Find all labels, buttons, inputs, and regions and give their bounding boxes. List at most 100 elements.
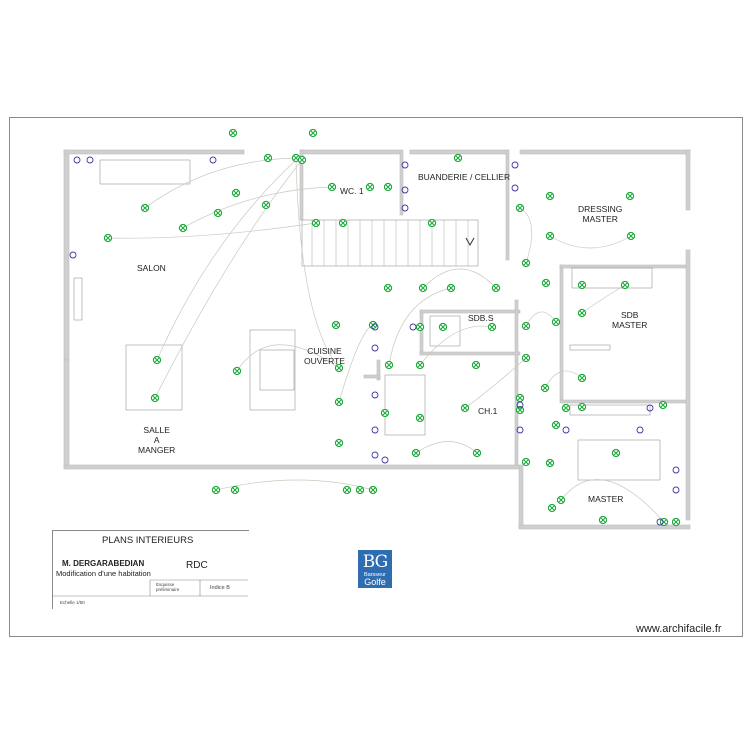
- socket-icon: [69, 251, 77, 259]
- wall-south-main: [63, 464, 520, 470]
- light-point-icon: [213, 208, 223, 218]
- light-point-icon: [671, 517, 681, 527]
- light-point-icon: [446, 283, 456, 293]
- socket-icon: [209, 156, 217, 164]
- wall-west-lower: [63, 359, 70, 469]
- wall-east-lower: [685, 249, 691, 521]
- socket-icon: [672, 466, 680, 474]
- socket-icon: [371, 391, 379, 399]
- wall-north-buanderie: [409, 149, 507, 155]
- stair-arrow-icon: [465, 237, 475, 247]
- light-point-icon: [383, 283, 393, 293]
- light-point-icon: [380, 408, 390, 418]
- light-point-icon: [427, 218, 437, 228]
- light-point-icon: [515, 405, 525, 415]
- socket-icon: [409, 323, 417, 331]
- light-point-icon: [291, 153, 301, 163]
- light-point-icon: [152, 355, 162, 365]
- room-label-master: MASTER: [588, 494, 624, 504]
- room-label-ch1: CH.1: [478, 406, 498, 416]
- company-logo: BG Barsseur Golfe: [358, 550, 392, 588]
- light-point-icon: [438, 322, 448, 332]
- light-point-icon: [541, 278, 551, 288]
- light-point-icon: [472, 448, 482, 458]
- light-point-icon: [230, 485, 240, 495]
- light-point-icon: [625, 191, 635, 201]
- socket-icon: [371, 344, 379, 352]
- project-name: Modification d'une habitation: [56, 569, 151, 578]
- wall-sdb-west: [559, 264, 564, 401]
- socket-icon: [371, 451, 379, 459]
- light-point-icon: [150, 393, 160, 403]
- wall-stub: [376, 359, 381, 381]
- socket-icon: [381, 456, 389, 464]
- light-point-icon: [491, 283, 501, 293]
- light-point-icon: [140, 203, 150, 213]
- wall-sdbs-west: [419, 309, 424, 356]
- light-point-icon: [487, 322, 497, 332]
- electrical-wires: [107, 157, 665, 523]
- wire-path: [295, 159, 340, 369]
- socket-icon: [516, 401, 524, 409]
- wire-path: [544, 370, 583, 389]
- sdbs-shower: [429, 315, 461, 347]
- socket-icon: [401, 204, 409, 212]
- light-point-icon: [355, 485, 365, 495]
- light-point-icon: [545, 191, 555, 201]
- light-point-icon: [515, 393, 525, 403]
- light-point-icon: [460, 403, 470, 413]
- light-point-icon: [577, 402, 587, 412]
- wall-west-upper: [63, 149, 70, 361]
- sdb-vanity: [571, 267, 653, 289]
- master-wardrobe: [569, 404, 651, 416]
- light-point-icon: [338, 218, 348, 228]
- wall-sdbs-north: [419, 309, 521, 314]
- wall-wc-east: [399, 149, 404, 216]
- wire-path: [388, 287, 452, 366]
- socket-icon: [401, 186, 409, 194]
- socket-icon: [371, 426, 379, 434]
- light-point-icon: [620, 280, 630, 290]
- socket-icon: [86, 156, 94, 164]
- wall-ch1-east: [514, 299, 519, 466]
- socket-icon: [73, 156, 81, 164]
- wire-path: [419, 325, 493, 366]
- light-point-icon: [415, 322, 425, 332]
- light-point-icon: [365, 182, 375, 192]
- electrical-symbols: [103, 128, 681, 527]
- light-point-icon: [211, 485, 221, 495]
- light-point-icon: [521, 353, 531, 363]
- socket-icon: [401, 161, 409, 169]
- dining-table: [125, 344, 183, 411]
- light-point-icon: [521, 457, 531, 467]
- room-label-salon: SALON: [137, 263, 166, 273]
- light-point-icon: [453, 153, 463, 163]
- wall-south-master: [518, 524, 691, 530]
- light-point-icon: [334, 363, 344, 373]
- socket-icon: [511, 184, 519, 192]
- light-point-icon: [331, 320, 341, 330]
- title-block: [52, 530, 249, 609]
- light-point-icon: [334, 438, 344, 448]
- wall-dressing-south: [559, 264, 687, 269]
- master-bed: [577, 439, 661, 481]
- wire-path: [107, 222, 317, 239]
- title-block-lines: [52, 579, 248, 597]
- wall-buanderie-east: [505, 149, 510, 261]
- wall-east-upper: [685, 149, 691, 211]
- wire-path: [144, 157, 297, 209]
- light-point-icon: [384, 360, 394, 370]
- light-point-icon: [521, 258, 531, 268]
- light-point-icon: [411, 448, 421, 458]
- light-point-icon: [515, 203, 525, 213]
- bath-rail: [569, 344, 611, 351]
- socket-icon: [371, 323, 379, 331]
- watermark: www.archifacile.fr: [636, 623, 722, 635]
- light-point-icon: [626, 231, 636, 241]
- wire-path: [519, 207, 533, 264]
